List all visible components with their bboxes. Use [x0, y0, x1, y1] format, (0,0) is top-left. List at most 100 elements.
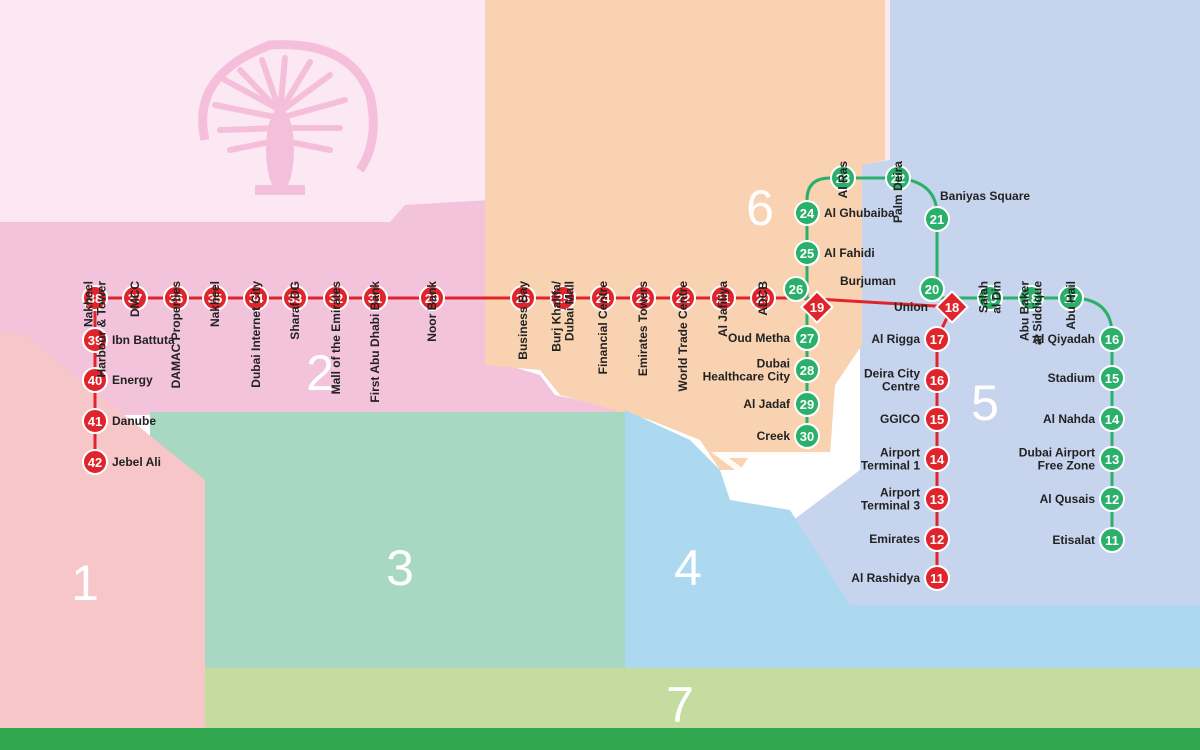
station-label: Salah — [977, 281, 991, 313]
station-number: 35 — [208, 291, 222, 306]
station-label: Al Qiyadah — [1032, 332, 1095, 346]
zone-6-building — [735, 80, 790, 165]
station-marker[interactable] — [794, 391, 820, 417]
station-number: 42 — [88, 455, 102, 470]
station-marker[interactable] — [630, 285, 656, 311]
zone-number-1: 1 — [71, 555, 99, 611]
station-marker[interactable] — [419, 285, 445, 311]
station-marker[interactable] — [924, 446, 950, 472]
station-marker[interactable] — [1099, 406, 1125, 432]
station-marker[interactable] — [935, 290, 969, 324]
station-number: 36 — [169, 291, 183, 306]
station-marker[interactable] — [1099, 326, 1125, 352]
station-marker[interactable] — [885, 165, 911, 191]
station-number: 19 — [810, 300, 824, 315]
station-label: Al Qusais — [1040, 492, 1096, 506]
zone-3-area — [150, 412, 625, 668]
station-number: 29 — [800, 397, 814, 412]
station-number: 20 — [925, 282, 939, 297]
station-label: Emirates — [869, 532, 920, 546]
zone-7-area — [205, 668, 1200, 728]
station-marker[interactable] — [924, 206, 950, 232]
station-marker[interactable] — [82, 449, 108, 475]
station-label: Business Bay — [516, 281, 530, 360]
station-number: 29 — [425, 291, 439, 306]
station-label: Jebel Ali — [112, 455, 161, 469]
station-marker[interactable] — [924, 367, 950, 393]
station-number: 18 — [945, 300, 959, 315]
station-marker[interactable] — [977, 285, 1003, 311]
station-label: Airport — [880, 486, 920, 500]
station-label: Ibn Battuta — [112, 333, 175, 347]
station-number: 40 — [88, 373, 102, 388]
station-marker[interactable] — [590, 285, 616, 311]
station-marker[interactable] — [794, 357, 820, 383]
station-number: 12 — [930, 532, 944, 547]
station-marker[interactable] — [1018, 285, 1044, 311]
station-label: DAMAC Properties — [169, 281, 183, 389]
station-marker[interactable] — [550, 285, 576, 311]
station-label: ADCB — [756, 281, 770, 316]
station-number: 18 — [1024, 291, 1038, 306]
station-marker[interactable] — [794, 200, 820, 226]
station-label: Al Fahidi — [824, 246, 875, 260]
station-number: 15 — [930, 412, 944, 427]
station-number: 14 — [1105, 412, 1120, 427]
station-marker[interactable] — [323, 285, 349, 311]
station-marker[interactable] — [924, 406, 950, 432]
station-marker[interactable] — [670, 285, 696, 311]
station-marker[interactable] — [82, 285, 108, 311]
station-marker[interactable] — [82, 327, 108, 353]
station-marker[interactable] — [1099, 365, 1125, 391]
station-marker[interactable] — [122, 285, 148, 311]
station-marker[interactable] — [794, 325, 820, 351]
station-label: Nakheel — [208, 281, 222, 327]
station-marker[interactable] — [924, 486, 950, 512]
station-number: 38 — [88, 291, 102, 306]
station-marker[interactable] — [750, 285, 776, 311]
station-marker[interactable] — [243, 285, 269, 311]
station-marker[interactable] — [800, 290, 834, 324]
station-marker[interactable] — [282, 285, 308, 311]
station-marker[interactable] — [510, 285, 536, 311]
station-label: Abu Baker — [1018, 281, 1032, 341]
station-label: Etisalat — [1052, 533, 1095, 547]
station-marker[interactable] — [710, 285, 736, 311]
station-label: Centre — [882, 380, 920, 394]
station-marker[interactable] — [830, 165, 856, 191]
station-marker[interactable] — [163, 285, 189, 311]
station-number: 21 — [930, 212, 944, 227]
station-marker[interactable] — [794, 423, 820, 449]
station-marker[interactable] — [1058, 285, 1084, 311]
station-marker[interactable] — [919, 276, 945, 302]
station-marker[interactable] — [1099, 446, 1125, 472]
station-marker[interactable] — [1099, 527, 1125, 553]
station-marker[interactable] — [82, 408, 108, 434]
station-label: Al Nahda — [1043, 412, 1095, 426]
station-marker[interactable] — [362, 285, 388, 311]
station-marker[interactable] — [202, 285, 228, 311]
station-number: 16 — [930, 373, 944, 388]
station-marker[interactable] — [794, 240, 820, 266]
station-label: Baniyas Square — [940, 189, 1030, 203]
station-number: 17 — [1064, 291, 1078, 306]
zone-6-area — [485, 0, 885, 470]
station-marker[interactable] — [1099, 486, 1125, 512]
station-number: 16 — [1105, 332, 1119, 347]
station-marker[interactable] — [82, 367, 108, 393]
station-marker[interactable] — [924, 526, 950, 552]
station-marker[interactable] — [783, 276, 809, 302]
station-marker[interactable] — [924, 326, 950, 352]
station-label: Terminal 3 — [861, 499, 920, 513]
station-label: Creek — [757, 429, 791, 443]
station-number: 21 — [716, 291, 730, 306]
station-number: 25 — [800, 246, 814, 261]
station-label: Free Zone — [1038, 459, 1096, 473]
zone-2-area — [0, 200, 630, 415]
station-label: Abu Hail — [1064, 281, 1078, 330]
zone-1-area — [0, 330, 205, 728]
station-number: 14 — [930, 452, 945, 467]
station-marker[interactable] — [924, 565, 950, 591]
station-number: 25 — [556, 291, 570, 306]
